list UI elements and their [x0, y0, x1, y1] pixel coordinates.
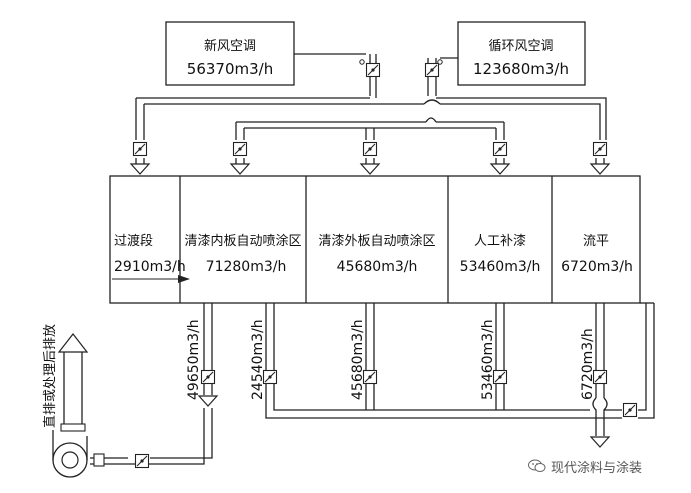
- zone-name-outer-panel: 清漆外板自动喷涂区: [318, 233, 435, 249]
- exhaust-flow-manual: 53460m3/h: [480, 319, 496, 400]
- exhaust-stack: [57, 333, 89, 424]
- watermark: 现代涂料与涂装: [528, 455, 642, 477]
- exhaust-damper-inner-panel: [200, 369, 216, 385]
- paint-booth: [109, 175, 641, 304]
- zone-name-flash-off: 流平: [583, 234, 609, 249]
- stack-arrow: [57, 333, 89, 353]
- recirc-ahu-flow: 123680m3/h: [473, 60, 569, 78]
- zone-flow-outer-panel: 45680m3/h: [337, 259, 418, 275]
- fresh-ahu-flow: 56370m3/h: [187, 60, 273, 78]
- supply-damper-outer-panel: [362, 141, 378, 157]
- supply-arrow-flash: [590, 163, 610, 175]
- recirc-ahu-outlet-damper: [424, 62, 440, 78]
- exhaust-flow-flash: 6720m3/h: [580, 328, 596, 400]
- fresh-ahu-name: 新风空调: [204, 38, 256, 54]
- recirculation-ahu: 循环风空调 123680m3/h: [457, 21, 586, 86]
- wechat-icon: [528, 459, 546, 472]
- exhaust-fan: [52, 423, 105, 478]
- supply-arrow-transition: [130, 163, 150, 175]
- exhaust-flow-outer-panel: 45680m3/h: [350, 319, 366, 400]
- supply-damper-inner-panel: [232, 141, 248, 157]
- zone-flow-flash-off: 6720m3/h: [561, 259, 633, 275]
- zone-name-transition: 过渡段: [114, 233, 153, 249]
- supply-arrow-inner-panel: [230, 163, 250, 175]
- supply-arrow-manual: [490, 163, 510, 175]
- stack-damper: [134, 453, 150, 469]
- supply-arrow-outer-panel: [360, 163, 380, 175]
- zone-flow-transition: 2910m3/h: [114, 259, 186, 275]
- discharge-label: 直排或处理后排放: [43, 324, 58, 428]
- zone-name-manual-touchup: 人工补漆: [474, 233, 526, 249]
- supply-damper-flash: [592, 141, 608, 157]
- zone-name-inner-panel: 清漆内板自动喷涂区: [184, 233, 301, 249]
- return-damper: [622, 402, 638, 418]
- transition-arrowhead: [178, 275, 190, 283]
- exhaust-flow-recirc: 24540m3/h: [250, 319, 266, 400]
- supply-damper-transition: [132, 141, 148, 157]
- recirc-ahu-name: 循环风空调: [488, 39, 553, 54]
- exhaust-duct-network: [90, 302, 655, 465]
- fresh-ahu-outlet-damper: [365, 62, 381, 78]
- supply-damper-manual: [492, 141, 508, 157]
- fresh-air-ahu: 新风空调 56370m3/h: [165, 21, 295, 86]
- exhaust-arrow-flash: [590, 436, 610, 448]
- zone-flow-inner-panel: 71280m3/h: [206, 259, 287, 275]
- watermark-text: 现代涂料与涂装: [551, 460, 643, 476]
- exhaust-flow-inner-panel: 49650m3/h: [186, 319, 202, 400]
- zone-flow-manual-touchup: 53460m3/h: [460, 259, 541, 275]
